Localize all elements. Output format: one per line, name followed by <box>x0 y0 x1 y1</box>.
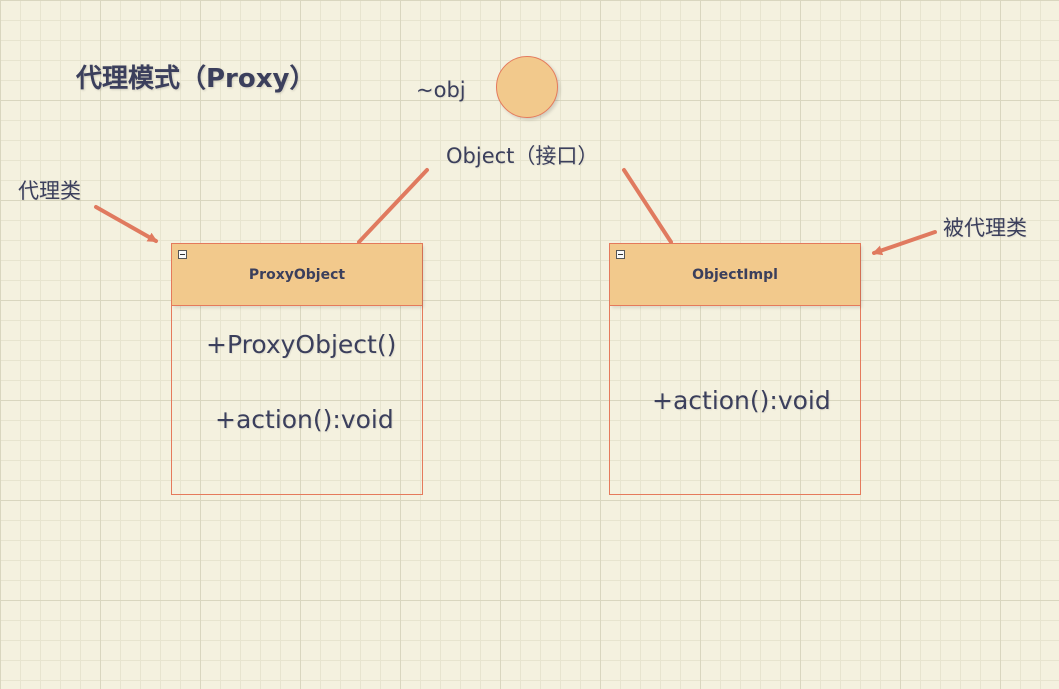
interface-lollipop-circle[interactable] <box>496 56 558 118</box>
interface-name-label: Object（接口） <box>446 144 599 168</box>
collapse-icon[interactable] <box>178 250 187 259</box>
class-name: ObjectImpl <box>692 266 778 283</box>
class-box-objectimpl[interactable]: ObjectImpl +action():void <box>609 243 861 495</box>
real-annotation-arrow <box>872 230 937 256</box>
collapse-icon[interactable] <box>616 250 625 259</box>
proxy-to-interface-link <box>357 168 429 244</box>
proxy-annotation-arrow <box>94 205 158 243</box>
proxy-class-annotation: 代理类 <box>18 179 81 203</box>
real-class-annotation: 被代理类 <box>943 216 1027 240</box>
interface-role-label: ~obj <box>416 78 466 102</box>
class-name: ProxyObject <box>248 266 346 283</box>
impl-to-interface-link <box>622 168 673 244</box>
class-header: ProxyObject <box>172 244 422 306</box>
class-member: +action():void <box>652 386 831 415</box>
class-member: +ProxyObject() <box>206 330 397 359</box>
diagram-title: 代理模式（Proxy） <box>76 64 316 94</box>
class-member: +action():void <box>215 405 394 434</box>
class-box-proxyobject[interactable]: ProxyObject +ProxyObject() +action():voi… <box>171 243 423 495</box>
class-header: ObjectImpl <box>610 244 860 306</box>
